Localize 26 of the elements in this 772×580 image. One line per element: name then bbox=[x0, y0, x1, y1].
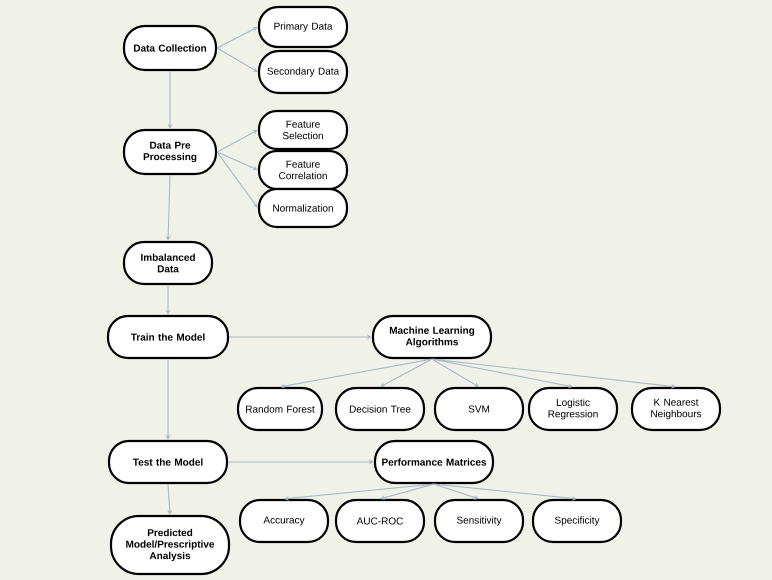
step-box: Imbalanced Data bbox=[122, 240, 214, 286]
item-box: Sensitivity bbox=[434, 498, 524, 544]
item-box: K Nearest Neighbours bbox=[630, 386, 722, 432]
step-box: Data Collection bbox=[122, 24, 218, 72]
arrow bbox=[216, 48, 258, 72]
item-box: AUC-ROC bbox=[334, 498, 426, 544]
item-box: Primary Data bbox=[258, 6, 348, 48]
step-box: Machine Learning Algorithms bbox=[372, 314, 492, 360]
item-box: Decision Tree bbox=[334, 386, 426, 432]
item-box: Normalization bbox=[258, 188, 348, 228]
item-box: Feature Correlation bbox=[258, 150, 348, 190]
item-box: Secondary Data bbox=[258, 50, 348, 94]
step-box: Train the Model bbox=[106, 314, 230, 360]
arrow bbox=[216, 152, 258, 208]
item-box: Feature Selection bbox=[258, 110, 348, 150]
arrow bbox=[432, 358, 479, 387]
step-box: Predicted Model/Prescriptive Analysis bbox=[110, 514, 230, 576]
item-box: Random Forest bbox=[236, 386, 324, 432]
item-box: Accuracy bbox=[238, 498, 330, 544]
item-box: SVM bbox=[434, 386, 524, 432]
step-box: Data Pre Processing bbox=[122, 128, 218, 176]
arrow bbox=[380, 358, 432, 387]
item-box: Specificity bbox=[532, 498, 622, 544]
item-box: Logistic Regression bbox=[528, 386, 618, 432]
step-box: Test the Model bbox=[108, 440, 228, 484]
step-box: Performance Matrices bbox=[374, 440, 494, 484]
